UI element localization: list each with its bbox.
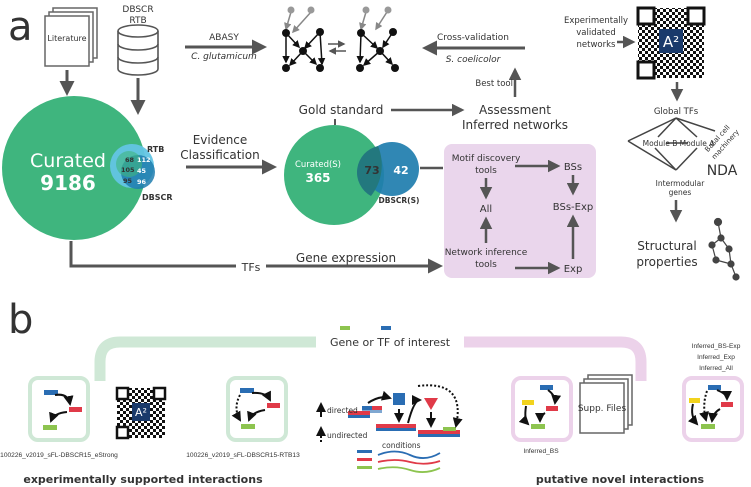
gene-green-legend bbox=[340, 326, 350, 330]
c-glutamicum-label: C. glutamicum bbox=[191, 52, 257, 62]
supp-files-label: Supp. Files bbox=[578, 404, 627, 414]
tfs-label: TFs bbox=[241, 261, 261, 274]
file-left-label: 100226_v2019_sFL-DBSCR15_eStrong bbox=[0, 452, 118, 459]
gene-of-interest-bg bbox=[316, 332, 464, 352]
motif-discovery-label: Motif discovery bbox=[452, 154, 521, 164]
overlap-value: 73 bbox=[364, 164, 379, 177]
literature-label: Literature bbox=[47, 34, 86, 43]
nda-tree bbox=[627, 117, 716, 171]
experimental-box-left bbox=[28, 376, 90, 442]
panel-b-letter: b bbox=[8, 297, 33, 343]
pink-connector bbox=[373, 336, 647, 381]
intermodular-label: Intermodular bbox=[656, 179, 706, 188]
cross-validation-label: Cross-validation bbox=[437, 33, 509, 43]
inferred-bs-exp-label: Inferred_BS-Exp bbox=[692, 343, 741, 350]
database-icon bbox=[117, 24, 159, 76]
putative-box-right bbox=[682, 376, 744, 442]
db-label-dbscr: DBSCR bbox=[122, 5, 153, 15]
bss-exp-label: BSs-Exp bbox=[553, 202, 593, 213]
experimentally-label: Experimentally bbox=[564, 16, 628, 26]
curated-s-circle bbox=[284, 125, 384, 225]
network-inference-label: Network inference bbox=[445, 248, 528, 258]
putative-box-left bbox=[511, 376, 573, 442]
dbscr-label: DBSCR bbox=[142, 193, 173, 202]
venn-value-105: 105 bbox=[121, 166, 135, 174]
curated-s-value: 365 bbox=[305, 171, 330, 185]
genes-label: genes bbox=[669, 188, 692, 197]
inference-tools-label: tools bbox=[475, 260, 497, 270]
file-right-label: 100226_v2019_sFL-DBSCR15-RTB13 bbox=[186, 452, 300, 459]
global-tfs-label: Global TFs bbox=[654, 107, 699, 117]
inferred-bs-label: Inferred_BS bbox=[523, 448, 559, 455]
experimental-box-right bbox=[226, 376, 288, 442]
conditions-lines bbox=[357, 450, 441, 473]
venn-value-96: 96 bbox=[137, 178, 147, 186]
undirected-label: undirected bbox=[327, 431, 368, 440]
qr-code-top: A² bbox=[636, 6, 706, 80]
qr-logo-glyph: A² bbox=[663, 33, 679, 51]
venn-value-45: 45 bbox=[137, 167, 147, 175]
nda-label: NDA bbox=[707, 163, 738, 179]
panel-a-letter: a bbox=[8, 4, 33, 50]
inference-box bbox=[444, 144, 596, 278]
bss-label: BSs bbox=[564, 162, 582, 173]
dbscr-s-value: 42 bbox=[393, 164, 408, 177]
dbscr-s-label: DBSCR(S) bbox=[379, 196, 420, 205]
module-b-label: Module B bbox=[643, 139, 678, 148]
structural-label: Structural bbox=[637, 239, 696, 253]
tf-blue-legend bbox=[381, 326, 391, 330]
evidence-label: Evidence bbox=[193, 133, 248, 147]
venn-overlap bbox=[356, 146, 382, 196]
compare-arrows bbox=[328, 40, 346, 55]
gold-standard-label: Gold standard bbox=[299, 103, 384, 117]
validated-label: validated bbox=[576, 28, 616, 38]
supp-files-icon bbox=[579, 374, 633, 434]
best-tool-label: Best tool bbox=[475, 79, 513, 89]
inferred-networks-label: Inferred networks bbox=[462, 118, 568, 132]
qr-code-bottom: A² bbox=[115, 386, 167, 440]
rtb-label: RTB bbox=[147, 145, 164, 154]
inferred-exp-label: Inferred_Exp bbox=[697, 354, 735, 361]
experimental-caption: experimentally supported interactions bbox=[23, 473, 263, 486]
green-connector bbox=[94, 336, 373, 381]
literature-docs-icon bbox=[44, 7, 98, 67]
small-venn bbox=[110, 144, 155, 189]
center-regulation-diagram bbox=[348, 384, 463, 437]
db-label-rtb: RTB bbox=[129, 16, 146, 26]
structural-network bbox=[708, 217, 740, 281]
tfs-label-bg bbox=[236, 259, 266, 273]
module-a-label: Module A bbox=[680, 139, 716, 148]
motif-tools-label: tools bbox=[475, 166, 497, 176]
venn-value-95: 95 bbox=[123, 177, 133, 185]
all-label: All bbox=[480, 204, 492, 215]
directed-label: directed bbox=[327, 406, 358, 415]
assessment-label: Assessment bbox=[479, 103, 551, 117]
putative-caption: putative novel interactions bbox=[536, 473, 705, 486]
curated-value: 9186 bbox=[40, 171, 96, 195]
s-coelicolor-label: S. coelicolor bbox=[446, 55, 502, 65]
network-right bbox=[356, 6, 399, 72]
conditions-label: conditions bbox=[382, 441, 421, 450]
curated-circle bbox=[2, 96, 146, 240]
gene-expression-label: Gene expression bbox=[296, 251, 396, 265]
classification-label: Classification bbox=[180, 148, 259, 162]
inferred-all-label: Inferred_All bbox=[699, 365, 733, 372]
properties-label: properties bbox=[636, 255, 697, 269]
abasy-label: ABASY bbox=[209, 33, 239, 43]
venn-value-68: 68 bbox=[125, 156, 135, 164]
networks-label: networks bbox=[577, 40, 617, 50]
curated-s-label: Curated(S) bbox=[295, 160, 341, 170]
arrow-tfs bbox=[69, 241, 443, 274]
curated-label: Curated bbox=[30, 150, 106, 172]
gene-of-interest-label: Gene or TF of interest bbox=[330, 336, 451, 349]
network-left bbox=[282, 6, 326, 72]
qr-bottom-logo-glyph: A² bbox=[135, 406, 147, 419]
venn-value-112: 112 bbox=[137, 156, 151, 164]
exp-label: Exp bbox=[564, 264, 583, 275]
